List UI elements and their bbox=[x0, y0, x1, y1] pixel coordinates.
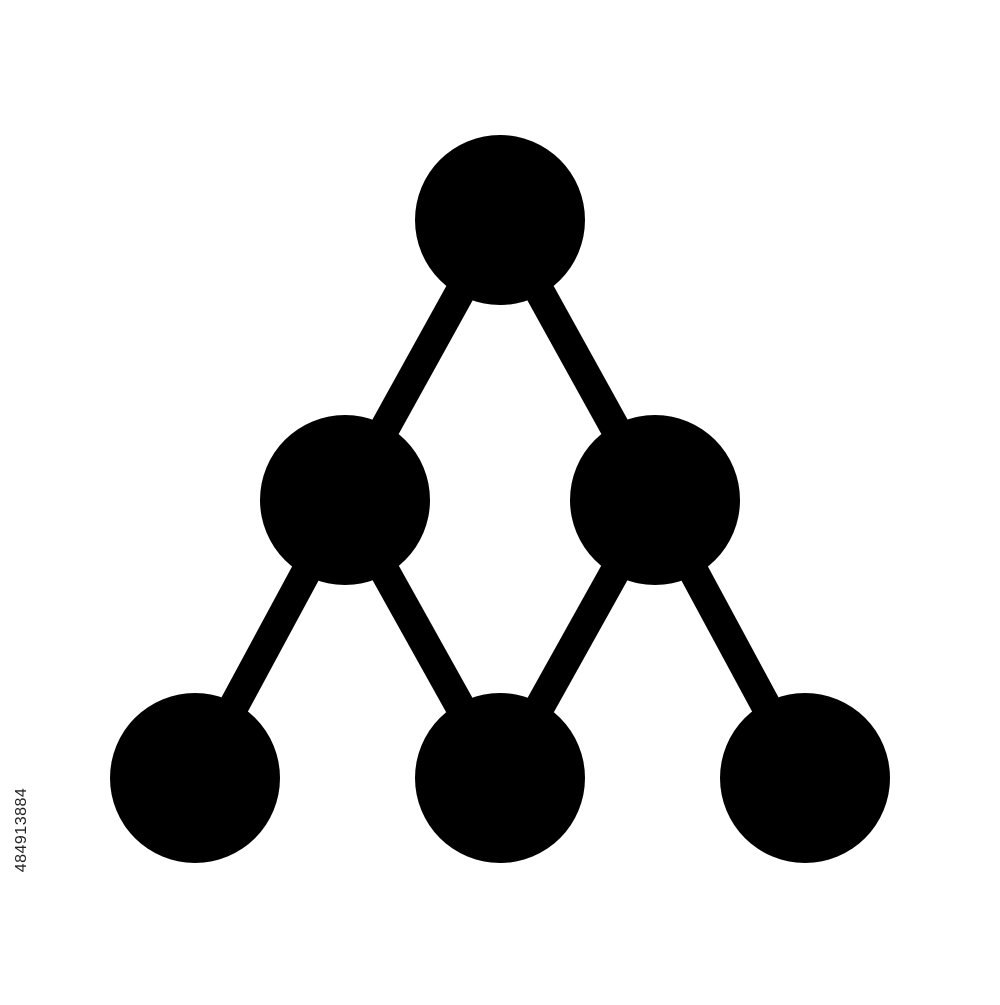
stock-id-text: 484913884 bbox=[13, 787, 30, 873]
node-top bbox=[415, 135, 585, 305]
node-middle-left bbox=[260, 415, 430, 585]
stock-id-label: 484913884 bbox=[2, 760, 42, 900]
nodes bbox=[110, 135, 890, 863]
node-bottom-center bbox=[415, 693, 585, 863]
node-bottom-left bbox=[110, 693, 280, 863]
node-bottom-right bbox=[720, 693, 890, 863]
node-middle-right bbox=[570, 415, 740, 585]
